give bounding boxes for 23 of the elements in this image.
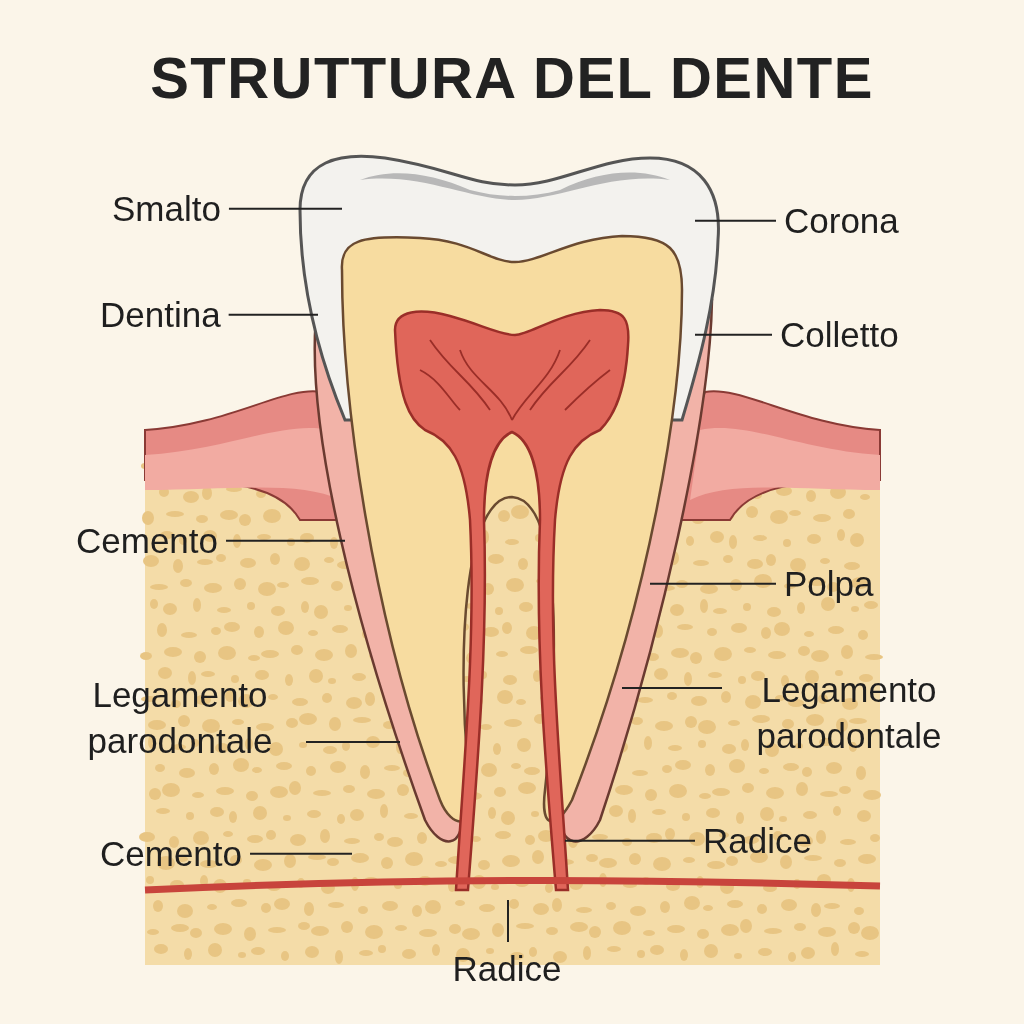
- part-label: Cemento: [76, 518, 219, 564]
- leader-line: [694, 333, 773, 336]
- part-label: Polpa: [784, 561, 874, 607]
- leader-line: [621, 687, 723, 689]
- leader-line: [694, 219, 777, 222]
- part-label: Colletto: [780, 312, 899, 358]
- leader-line: [649, 582, 777, 585]
- leader-line: [225, 539, 346, 542]
- leader-line: [507, 899, 509, 943]
- part-label: Radice: [452, 946, 562, 992]
- leader-line: [227, 207, 343, 210]
- part-label: Radice: [703, 818, 812, 864]
- leader-line: [227, 313, 319, 316]
- part-label: Cemento: [100, 831, 243, 877]
- title: STRUTTURA DEL DENTE: [149, 44, 875, 112]
- leader-line: [249, 852, 353, 855]
- part-label: Dentina: [100, 292, 221, 338]
- part-label: Legamento parodontale: [62, 672, 298, 763]
- leader-line: [564, 839, 696, 842]
- leader-line: [305, 741, 401, 743]
- part-label: Smalto: [112, 186, 221, 232]
- part-label: Corona: [784, 198, 899, 244]
- part-label: Legamento parodontale: [730, 667, 968, 758]
